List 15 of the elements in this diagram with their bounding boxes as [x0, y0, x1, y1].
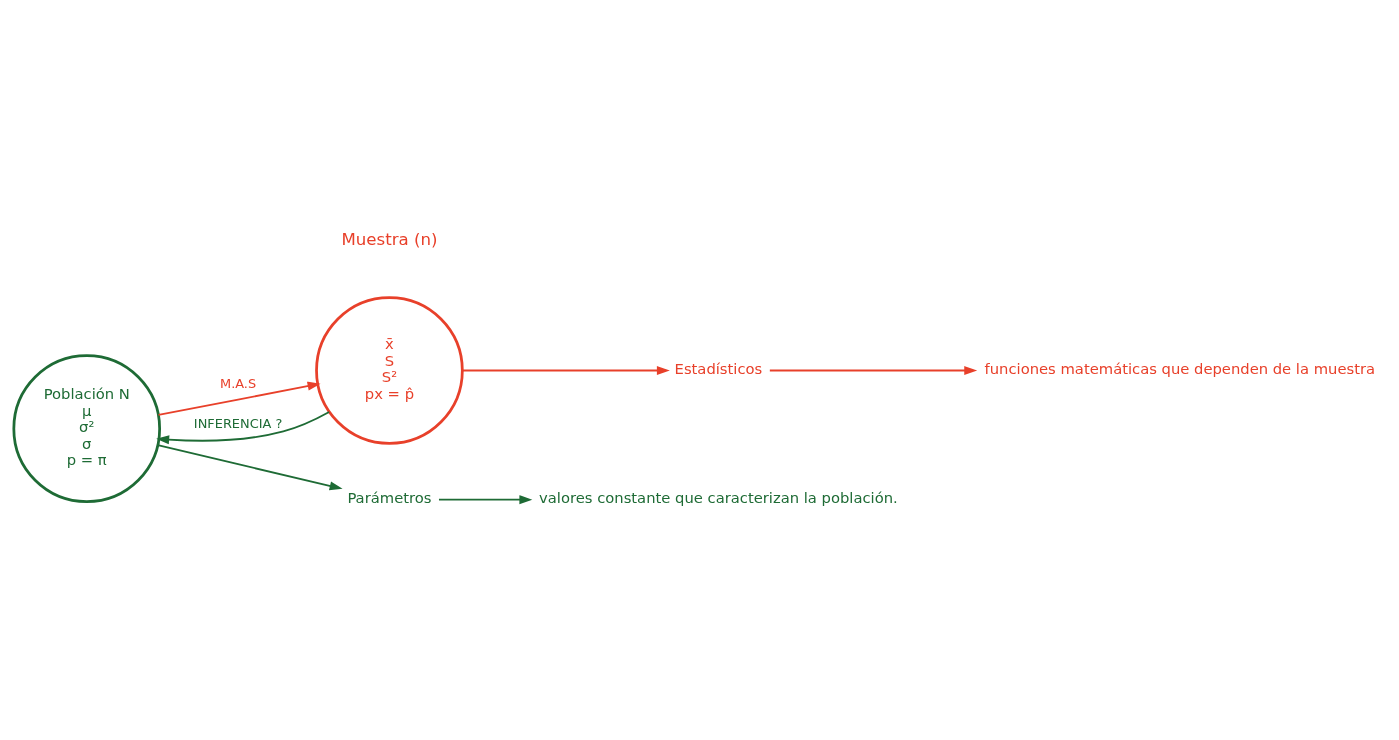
node-text: Estadísticos	[674, 359, 763, 377]
node-circle: x̄ S S² px = p̂	[315, 295, 464, 445]
arrow	[438, 494, 533, 504]
node-text: Parámetros	[347, 488, 432, 506]
node-text: funciones matemáticas que dependen de la muestra	[984, 359, 1376, 377]
edge-label: M.A.S	[220, 375, 257, 391]
node-circle: Población N μ σ² σ p = π	[12, 353, 162, 503]
arrow	[157, 381, 321, 416]
arrow	[156, 443, 343, 490]
arrow	[156, 410, 331, 444]
arrow	[768, 365, 978, 375]
edge-label: INFERENCIA ?	[193, 415, 283, 431]
arrow	[461, 365, 670, 375]
label: Muestra (n)	[341, 229, 438, 249]
node-text: valores constante que caracterizan la población.	[539, 488, 898, 506]
